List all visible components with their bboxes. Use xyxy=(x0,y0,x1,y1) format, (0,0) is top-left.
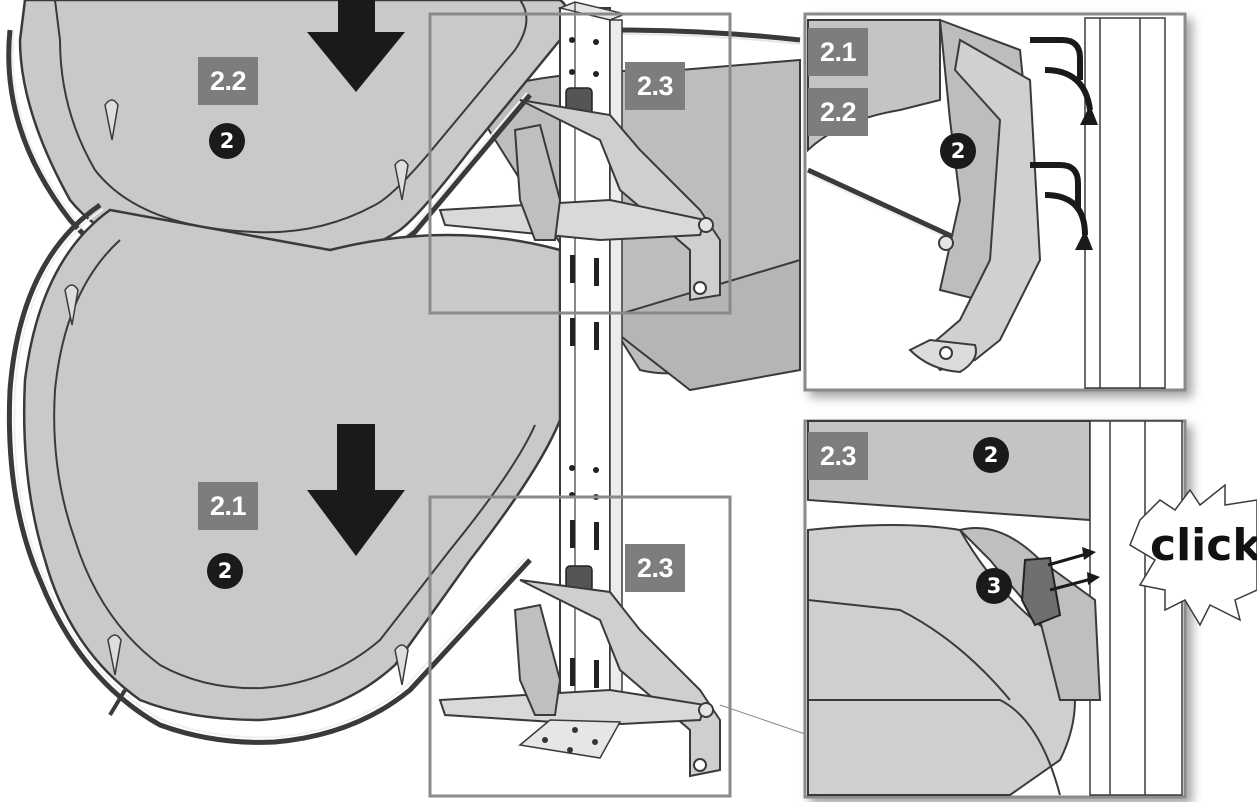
inset-top-artwork xyxy=(806,17,1166,389)
lower-tray-inner-rim xyxy=(53,239,536,690)
lower-bracket-arm xyxy=(519,579,721,778)
label-inset-bottom: 2.3 xyxy=(808,432,868,480)
inset-bottom-artwork xyxy=(807,420,1183,796)
lower-tray-rod-highlight xyxy=(13,208,527,739)
pin-3 xyxy=(64,284,79,326)
rear-tray-lower xyxy=(597,258,801,392)
lower-tray-rod xyxy=(6,202,532,745)
detail-frame-lower xyxy=(428,495,732,798)
step-circle-inset-bottom-b: 3 xyxy=(976,568,1012,604)
lower-tray-leg-left xyxy=(108,688,127,717)
upper-bracket-arm xyxy=(519,99,721,302)
label-detail-lower: 2.3 xyxy=(625,544,685,592)
label-main-top: 2.2 xyxy=(198,57,258,105)
detail-frame-upper xyxy=(428,12,732,315)
label-inset-top-b: 2.2 xyxy=(808,88,868,136)
arrow-down-upper xyxy=(307,0,405,92)
pin-2 xyxy=(394,159,409,201)
lower-bracket-stay xyxy=(438,688,707,727)
label-inset-top-a: 2.1 xyxy=(808,28,868,76)
click-burst xyxy=(1129,483,1257,627)
pin-1 xyxy=(104,99,119,141)
pin-4 xyxy=(107,634,122,676)
step-circle-inset-bottom-a: 2 xyxy=(973,437,1009,473)
label-main-bottom: 2.1 xyxy=(198,482,258,530)
arrow-down-lower xyxy=(307,424,405,556)
lower-bolt xyxy=(698,702,714,718)
step-circle-inset-top: 2 xyxy=(940,133,976,169)
lower-foot-hole xyxy=(693,758,707,772)
base-plate-screws xyxy=(542,727,598,753)
base-plate xyxy=(518,719,622,759)
leader-line xyxy=(719,704,809,736)
lower-hanger xyxy=(513,603,562,716)
step-circle-main-top: 2 xyxy=(209,123,245,159)
upper-bolt xyxy=(698,217,714,233)
upper-hanger xyxy=(513,123,562,241)
click-text: click xyxy=(1150,520,1257,571)
label-detail-upper: 2.3 xyxy=(625,62,685,110)
pin-5 xyxy=(394,644,409,686)
step-circle-main-bottom: 2 xyxy=(207,553,243,589)
upper-bracket-stay xyxy=(438,198,707,242)
upper-foot-hole xyxy=(693,281,707,295)
lower-tray xyxy=(22,208,562,722)
upper-tray-inner-rim xyxy=(53,0,528,234)
